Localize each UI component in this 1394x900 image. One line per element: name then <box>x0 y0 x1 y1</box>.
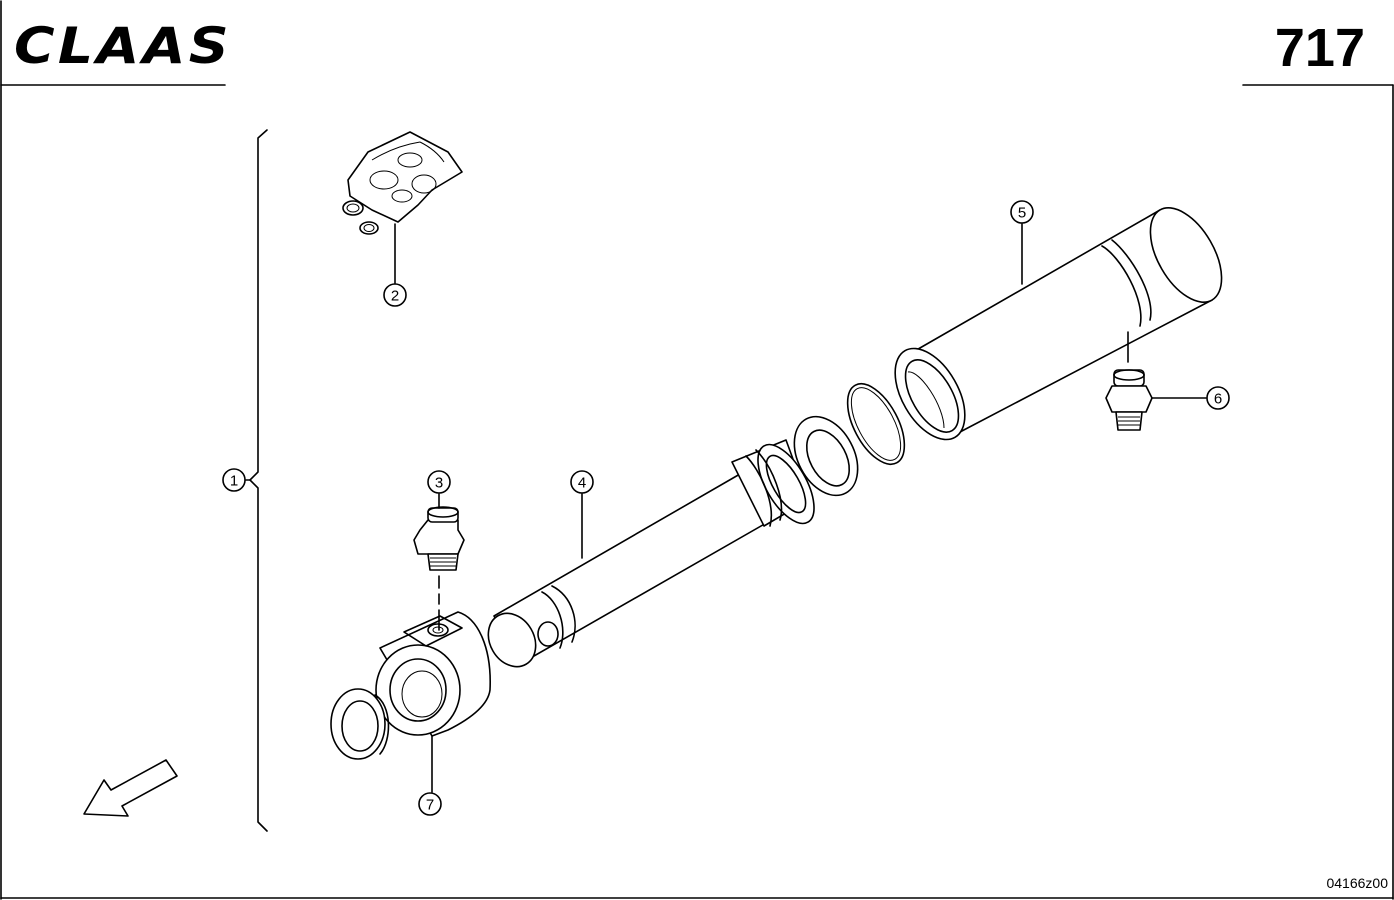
svg-text:7: 7 <box>426 797 434 814</box>
callout-4: 4 <box>570 470 594 494</box>
page-number: 717 <box>1275 18 1365 78</box>
hydraulic-fitting-right <box>1105 369 1153 431</box>
callout-5: 5 <box>1010 200 1034 224</box>
piston-rod <box>487 439 815 668</box>
o-ring <box>846 383 906 465</box>
brand-logo: CLAAS <box>14 17 232 75</box>
callout-7: 7 <box>418 792 442 816</box>
assembly-bracket <box>249 129 268 832</box>
callout-2: 2 <box>383 283 407 307</box>
direction-arrow <box>83 759 178 817</box>
svg-text:2: 2 <box>391 288 399 305</box>
svg-text:5: 5 <box>1018 205 1026 222</box>
rod-end-eye <box>375 611 491 737</box>
wiper-ring <box>330 688 390 760</box>
piston-seal <box>793 415 859 497</box>
hydraulic-fitting-top <box>413 506 465 571</box>
svg-text:4: 4 <box>578 475 586 492</box>
svg-text:3: 3 <box>435 475 443 492</box>
callout-3: 3 <box>427 470 451 494</box>
svg-text:1: 1 <box>230 473 238 490</box>
cylinder-barrel <box>894 207 1223 441</box>
svg-text:6: 6 <box>1214 391 1222 408</box>
drawing-number: 04166z00 <box>1326 875 1388 891</box>
seal-kit-bag <box>342 131 463 235</box>
callout-1: 1 <box>222 468 246 492</box>
callout-6: 6 <box>1206 386 1230 410</box>
